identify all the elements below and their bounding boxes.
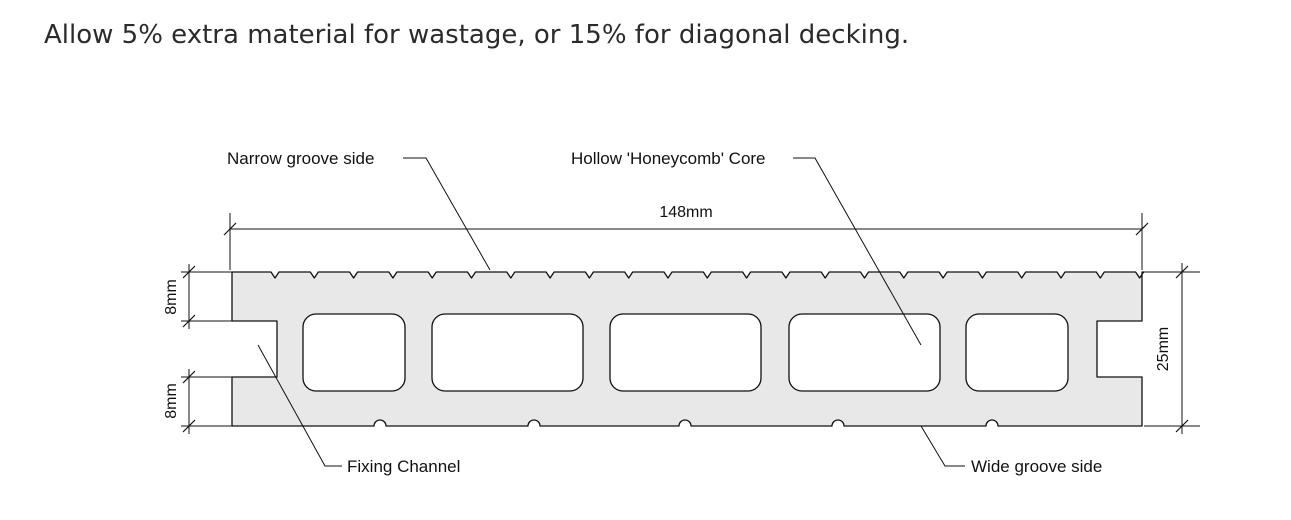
wide-groove-label: Wide groove side	[971, 457, 1102, 476]
bottom-section-label: 8mm	[163, 383, 180, 419]
honeycomb-core-label: Hollow 'Honeycomb' Core	[571, 149, 766, 168]
narrow-groove-callout: Narrow groove side	[227, 149, 491, 271]
honeycomb-cell	[965, 313, 1069, 392]
fixing-channel-callout: Fixing Channel	[257, 344, 460, 476]
honeycomb-cell	[431, 313, 584, 392]
honeycomb-cell	[302, 313, 406, 392]
honeycomb-cells	[302, 313, 1069, 392]
left-dimensions: 8mm 8mm	[163, 264, 232, 434]
honeycomb-core-callout: Hollow 'Honeycomb' Core	[571, 149, 922, 346]
width-dimension: 148mm	[223, 204, 1149, 270]
honeycomb-cell	[609, 313, 762, 392]
narrow-groove-label: Narrow groove side	[227, 149, 374, 168]
top-section-label: 8mm	[163, 279, 180, 315]
width-label: 148mm	[659, 204, 712, 221]
wide-groove-callout: Wide groove side	[920, 425, 1102, 476]
honeycomb-cell	[788, 313, 941, 392]
page-heading: Allow 5% extra material for wastage, or …	[44, 20, 910, 50]
fixing-channel-label: Fixing Channel	[347, 457, 460, 476]
height-label: 25mm	[1155, 327, 1172, 371]
height-dimension: 25mm	[1144, 263, 1200, 434]
